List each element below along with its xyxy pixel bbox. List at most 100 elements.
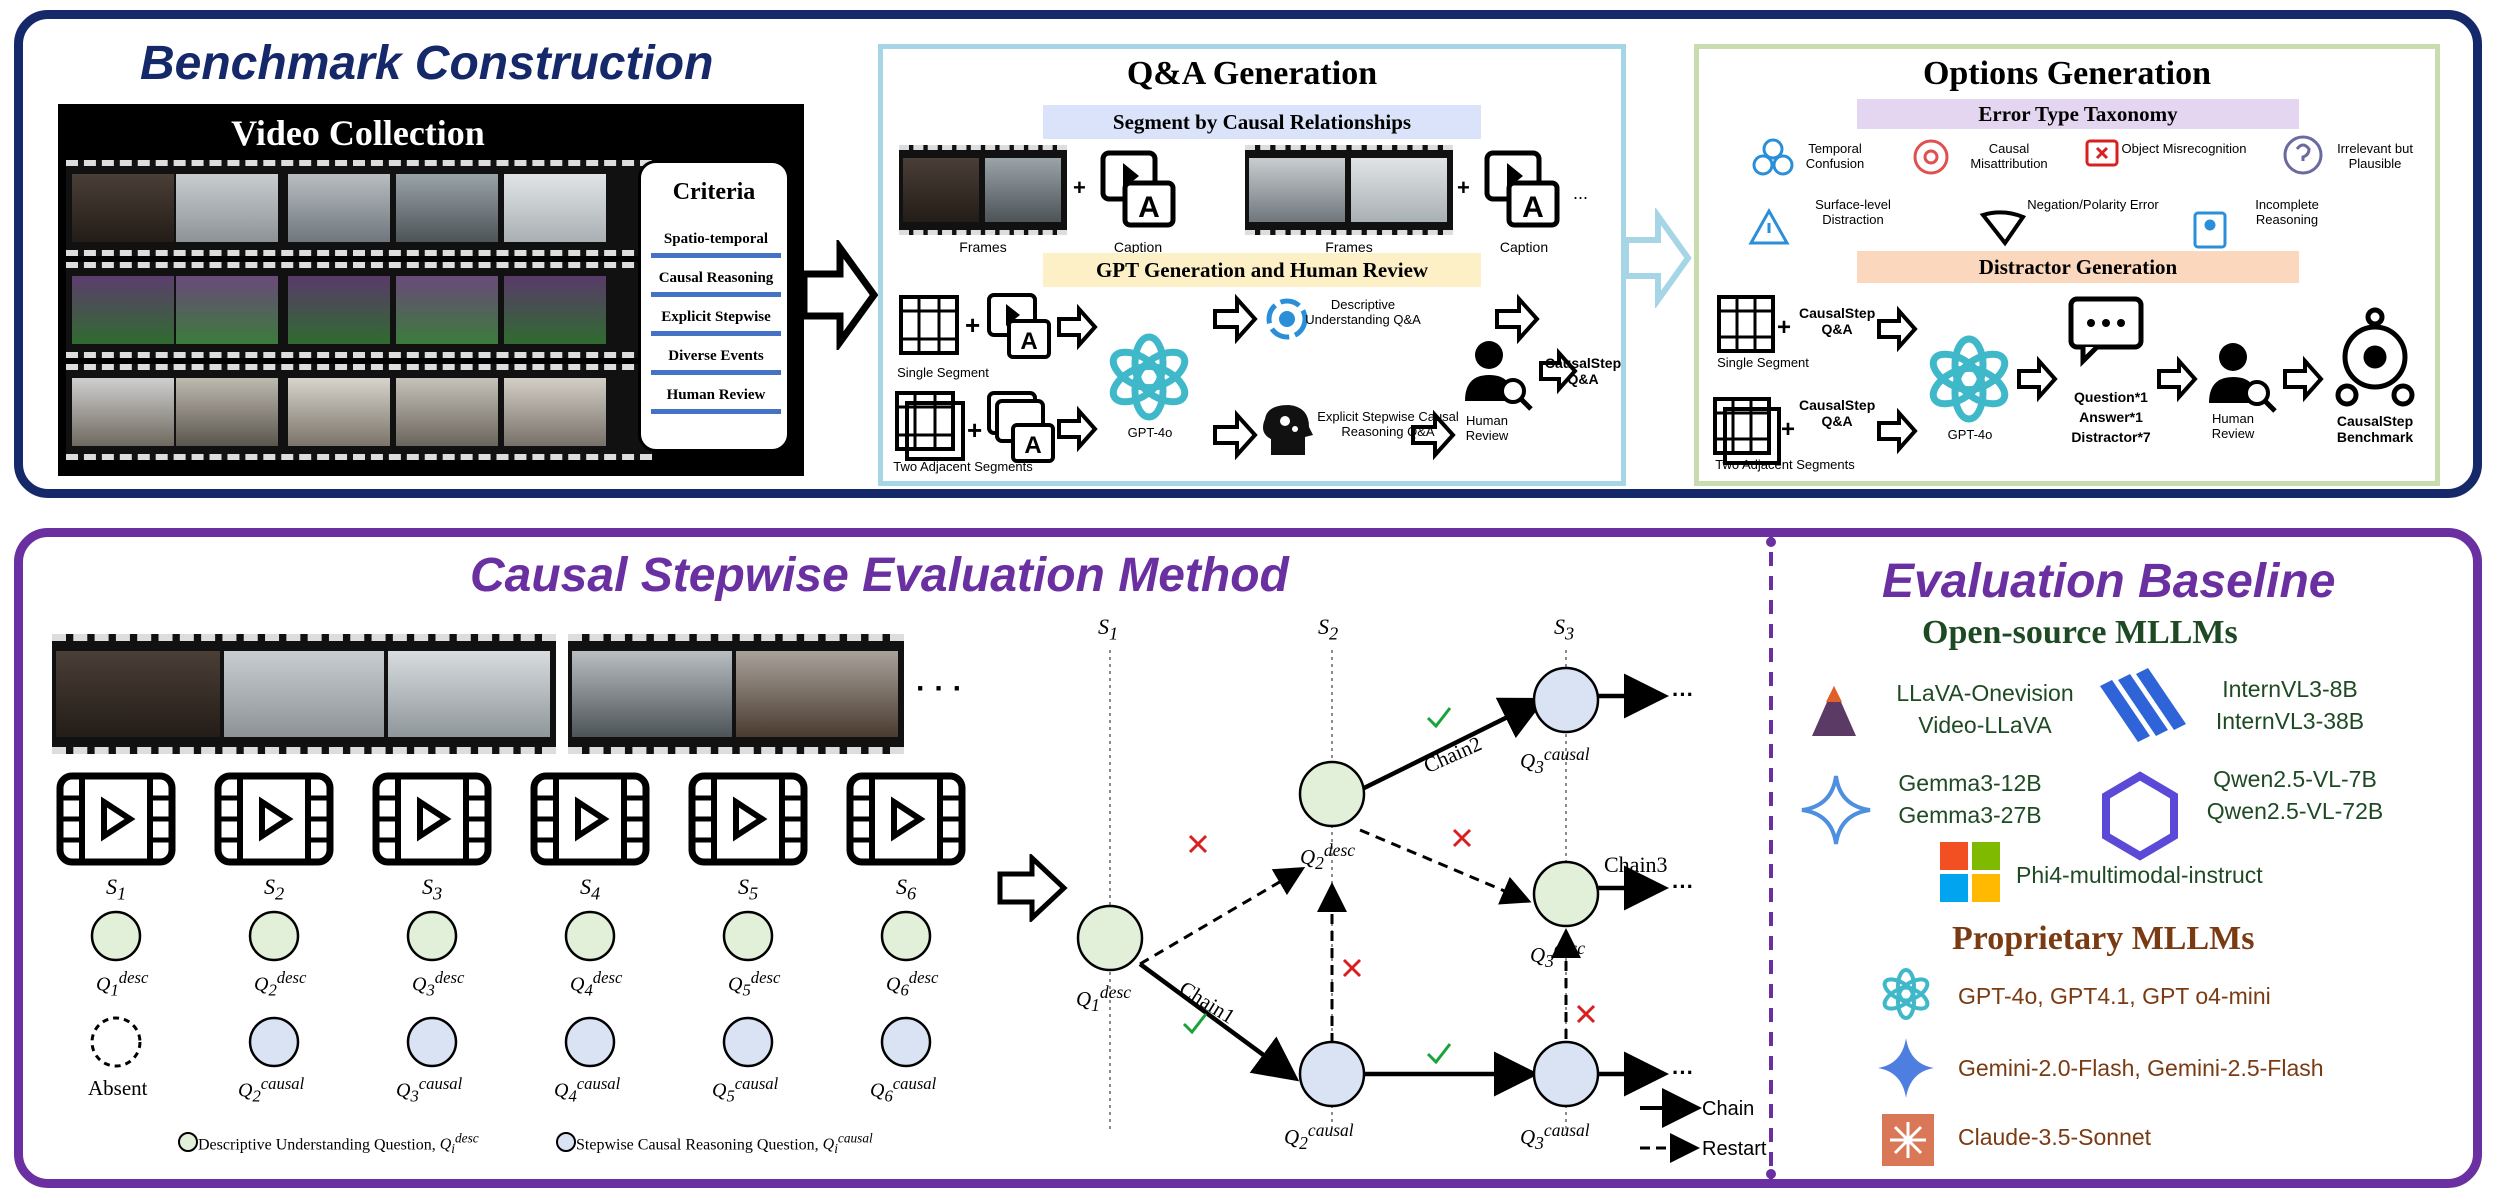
graph-node-label: Q3desc [1530,938,1586,972]
llava-logo-icon [1812,686,1856,736]
single-segment-icon [899,295,959,355]
desc-node [722,910,774,962]
segment-label: S5 [738,874,759,904]
model-name: Gemma3-27B [1898,802,2042,828]
flow-arrow-icon [997,854,1068,922]
error-causal: Causal Misattribution [1970,141,2048,171]
segment-label: S4 [580,874,601,904]
criteria-box: Criteria Spatio-temporal Causal Reasonin… [638,160,790,452]
question-label: Q5desc [728,968,781,1000]
segment-label: S3 [422,874,443,904]
claude-logo-icon [1882,1114,1934,1166]
desc-node [248,910,300,962]
desc-node [1298,760,1366,828]
two-segments-label: Two Adjacent Segments [1715,457,1855,472]
strip-ellipsis: · · · [916,672,963,705]
single-segment-icon [1717,295,1775,353]
explicit-qa-label: Explicit Stepwise Causal Reasoning Q&A [1317,409,1459,439]
question-label: Q6causal [870,1074,937,1106]
gpt-logo-icon [1929,335,2009,423]
benchmark-icon [2335,307,2415,407]
graph-node-label: Q2causal [1284,1120,1354,1154]
causal-node [880,1016,932,1068]
options-flow: + + [1713,295,2415,465]
question-label: Q5causal [712,1074,779,1106]
legend-causal: Stepwise Causal Reasoning Question, Qica… [576,1131,873,1157]
plus-sign: + [1073,175,1086,200]
restart-edge [1139,866,1306,966]
more-dots: ··· [1672,1060,1694,1085]
model-name: Gemini-2.0-Flash, Gemini-2.5-Flash [1958,1055,2324,1081]
check-icon [1426,707,1452,729]
video-row-2 [66,262,652,358]
video-segment-icon [218,776,330,862]
qa-generation-title: Q&A Generation [1126,55,1378,92]
check-icon [1426,1043,1452,1065]
gemma-logo-icon [1801,775,1871,845]
warning-icon [1748,207,1790,245]
desc-node [1076,904,1144,972]
error-incomplete: Incomplete Reasoning [2255,197,2319,227]
cross-icon [1576,1004,1596,1024]
absent-label: Absent [88,1076,148,1100]
qad-line: Distractor*7 [2071,429,2151,445]
options-generation-title: Options Generation [1922,55,2212,92]
frames-label: Frames [1325,239,1373,255]
desc-node [880,910,932,962]
check-icon [1182,1013,1208,1035]
cross-icon [1342,958,1362,978]
causal-node [564,1016,616,1068]
restart-edge [1359,828,1532,905]
legend-chain: Chain [1702,1098,1755,1120]
causal-icon [1913,139,1949,175]
gpt-logo-icon [1109,333,1189,421]
graph-node-label: Q3causal [1520,1120,1590,1154]
video-segment-icon [376,776,488,862]
proprietary-title: Proprietary MLLMs [1952,920,2255,957]
baseline-title: Evaluation Baseline [1882,555,2336,608]
question-label: Q4desc [570,968,623,1000]
video-collection-title: Video Collection [231,113,485,153]
question-label: Q3desc [412,968,465,1000]
svg-text:+: + [1777,314,1791,341]
svg-text:+: + [1781,416,1795,443]
model-name: GPT-4o, GPT4.1, GPT o4-mini [1958,983,2271,1009]
criteria-item: Explicit Stepwise [661,309,771,325]
criteria-item: Causal Reasoning [658,270,774,286]
video-segment-icon [692,776,804,862]
negation-icon [1979,210,2027,247]
graph-segment-label: S3 [1554,614,1575,644]
model-name: InternVL3-38B [2215,708,2365,734]
temporal-icon [1752,138,1794,176]
human-review-label: Human Review [2211,411,2255,441]
target-icon [1266,298,1308,340]
error-surface: Surface-level Distraction [1815,197,1891,227]
causalstep-qa-label: CausalStep Q&A [1544,355,1622,387]
criteria-item: Human Review [666,387,766,403]
qa-label: CausalStep Q&A [1799,305,1876,337]
svg-text:A: A [1020,328,1037,355]
graph-node-label: Q3causal [1520,744,1590,778]
legend-desc: Descriptive Understanding Question, Qide… [198,1131,479,1157]
chain-edge [1359,697,1547,793]
model-name: InternVL3-8B [2222,676,2358,702]
cross-icon [1452,828,1472,848]
gpt-logo-icon [1882,968,1930,1020]
question-icon [2283,135,2323,175]
captions-icon: A [987,391,1055,463]
gpt-label: GPT-4o [1947,427,1993,442]
criteria-title: Criteria [672,179,756,205]
caption-icon: A [987,293,1051,359]
gemini-logo-icon [1878,1038,1934,1098]
more-dots: ··· [1672,874,1694,899]
plus-sign: + [1457,175,1470,200]
segment-bar: Segment by Causal Relationships [1043,105,1481,139]
segment-label: S2 [264,874,285,904]
model-logos [1801,668,2186,1166]
svg-text:A: A [1138,191,1160,224]
open-source-title: Open-source MLLMs [1922,614,2238,651]
causal-node [1532,666,1600,734]
error-irrelevant: Irrelevant but Plausible [2337,141,2413,171]
question-label: Q1desc [96,968,149,1000]
two-segments-icon [895,391,965,461]
